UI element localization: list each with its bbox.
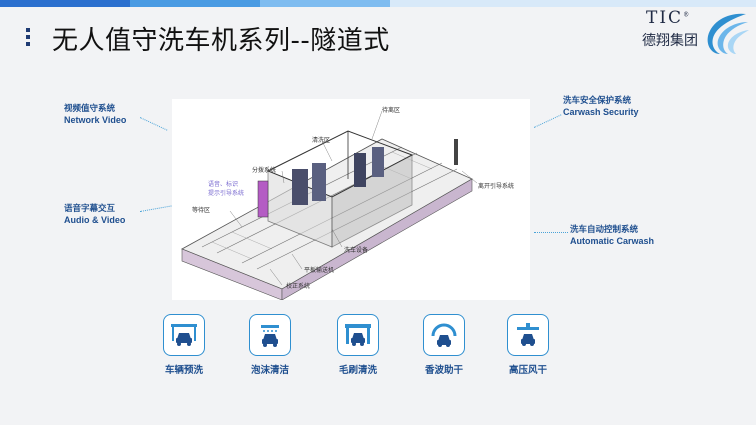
label-automatic: 洗车自动控制系统 Automatic Carwash [570, 225, 655, 246]
connector-network-video [139, 117, 168, 131]
callout-exit-guide: 离开引导系统 [478, 183, 515, 190]
callout-wash-equipment: 洗车设备 [344, 247, 369, 254]
feature-label: 泡沫清洁 [250, 365, 289, 376]
callout-wait-zone: 等待区 [192, 207, 211, 214]
foam-clean-icon [249, 314, 291, 356]
diagram-drawing [181, 110, 478, 301]
page-title: 无人值守洗车机系列--隧道式 [52, 26, 390, 56]
company-logo: TIC® 德翔集团 [640, 8, 750, 58]
car-prewash-icon [163, 314, 205, 356]
shampoo-dry-icon [423, 314, 465, 356]
logo-brand: TIC® [646, 8, 692, 28]
air-dry-icon [507, 314, 549, 356]
feature-air-dry: 高压风干 [498, 314, 558, 376]
feature-label: 香波助干 [424, 365, 463, 376]
title-marker [26, 28, 30, 50]
callout-dry-zone: 待离区 [382, 107, 401, 114]
feature-shampoo-dry: 香波助干 [414, 314, 474, 376]
logo-swoosh-icon [707, 13, 749, 55]
feature-foam-clean: 泡沫清洁 [240, 314, 300, 376]
feature-label: 高压风干 [508, 365, 547, 376]
feature-brush-wash: 毛刷清洗 [328, 314, 388, 376]
callout-position: 校正系统 [286, 283, 311, 290]
callout-conveyor: 平板输送机 [304, 267, 335, 274]
label-audio-video: 语音字幕交互 Audio & Video [64, 204, 126, 225]
feature-label: 车辆预洗 [164, 365, 203, 376]
tunnel-carwash-diagram: 待离区 清洗区 分拨系统 语音、标识 提示引导系统 等待区 离开引导系统 洗车设… [172, 99, 530, 301]
label-security: 洗车安全保护系统 Carwash Security [563, 96, 639, 117]
brush-wash-icon [337, 314, 379, 356]
feature-label: 毛刷清洗 [338, 365, 377, 376]
logo-company-name: 德翔集团 [642, 33, 698, 49]
connector-security [533, 114, 562, 128]
label-network-video: 视频值守系统 Network Video [64, 104, 127, 125]
connector-automatic [534, 232, 568, 233]
callout-voice: 语音、标识 [208, 181, 239, 188]
callout-split-system: 分拨系统 [252, 167, 277, 174]
feature-car-prewash: 车辆预洗 [154, 314, 214, 376]
callout-guide: 提示引导系统 [208, 190, 245, 197]
callout-wash-zone: 清洗区 [312, 137, 331, 144]
top-accent-bar [0, 0, 756, 7]
